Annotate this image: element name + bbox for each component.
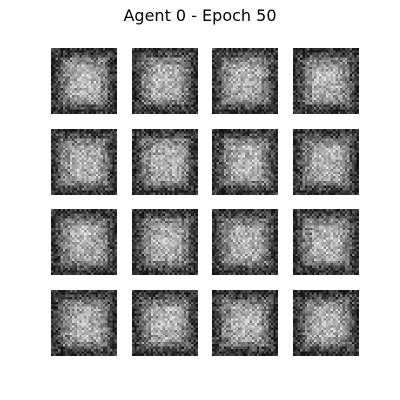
sample-image bbox=[212, 48, 278, 114]
sample-tile bbox=[131, 48, 198, 114]
sample-image bbox=[131, 289, 198, 356]
sample-tile bbox=[212, 209, 278, 275]
figure-title: Agent 0 - Epoch 50 bbox=[123, 6, 277, 25]
sample-tile bbox=[292, 209, 359, 275]
sample-image bbox=[131, 128, 198, 195]
sample-image bbox=[51, 289, 117, 356]
sample-tile bbox=[212, 48, 278, 114]
sample-image bbox=[292, 209, 359, 275]
sample-tile bbox=[51, 48, 117, 114]
sample-tile bbox=[131, 128, 198, 195]
sample-tile bbox=[51, 209, 117, 275]
sample-image bbox=[292, 128, 359, 195]
sample-image bbox=[212, 289, 278, 356]
sample-tile bbox=[131, 289, 198, 356]
sample-tile bbox=[212, 128, 278, 195]
sample-tile bbox=[292, 128, 359, 195]
sample-tile bbox=[51, 289, 117, 356]
sample-image bbox=[51, 128, 117, 195]
sample-image bbox=[51, 209, 117, 275]
sample-tile bbox=[131, 209, 198, 275]
sample-image bbox=[292, 289, 359, 356]
sample-image bbox=[212, 128, 278, 195]
sample-tile bbox=[292, 48, 359, 114]
sample-image bbox=[131, 48, 198, 114]
sample-image bbox=[292, 48, 359, 114]
sample-image bbox=[131, 209, 198, 275]
sample-tile bbox=[212, 289, 278, 356]
sample-image bbox=[212, 209, 278, 275]
sample-image bbox=[51, 48, 117, 114]
sample-tile bbox=[292, 289, 359, 356]
sample-tile bbox=[51, 128, 117, 195]
